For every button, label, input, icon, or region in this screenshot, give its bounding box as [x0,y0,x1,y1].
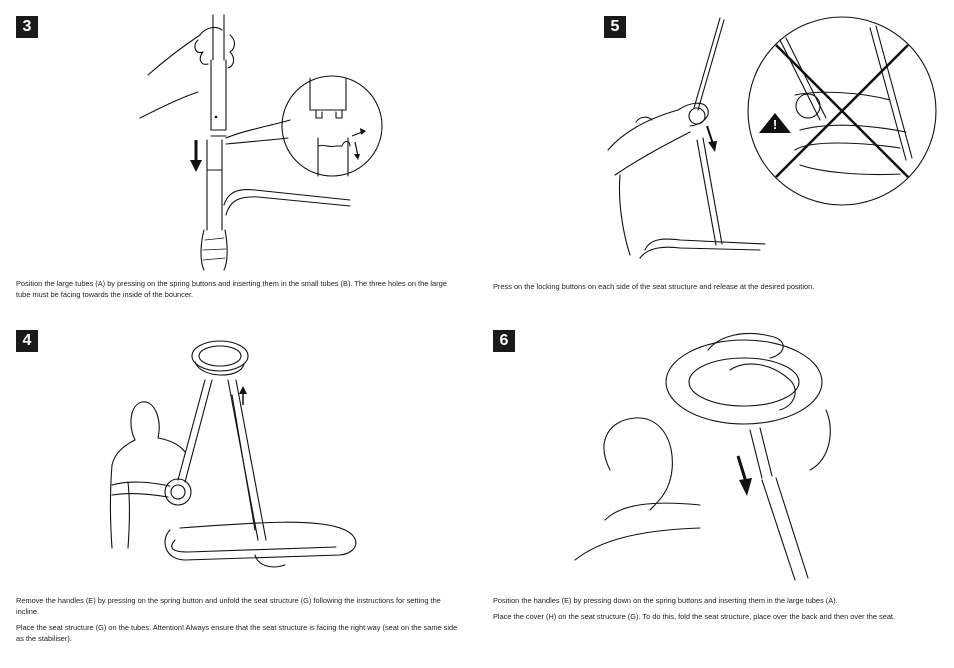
step-5-illustration [607,16,937,259]
step-6-number-badge: 6 [493,330,515,352]
step-5-number-badge: 5 [604,16,626,38]
step-4-caption: Remove the handles (E) by pressing on th… [16,595,463,649]
step-6-paragraph-1: Position the handles (E) by pressing dow… [493,596,838,605]
step-4-paragraph-1: Remove the handles (E) by pressing on th… [16,596,441,616]
step-3-illustration [139,14,383,271]
step-3-caption: Position the large tubes (A) by pressing… [16,278,463,305]
warning-icon: ! [758,112,792,134]
step-4-illustration [109,340,357,568]
step-3-paragraph: Position the large tubes (A) by pressing… [16,279,447,299]
step-6-paragraph-2: Place the cover (H) on the seat structur… [493,612,896,621]
step-5-paragraph: Press on the locking buttons on each sid… [493,282,815,291]
step-6-illustration [574,333,831,581]
step-4-number-badge: 4 [16,330,38,352]
step-3-number-badge: 3 [16,16,38,38]
step-6-caption: Position the handles (E) by pressing dow… [493,595,940,627]
step-5-caption: Press on the locking buttons on each sid… [493,281,940,297]
step-4-paragraph-2: Place the seat structure (G) on the tube… [16,623,458,643]
warning-symbol: ! [772,117,778,132]
